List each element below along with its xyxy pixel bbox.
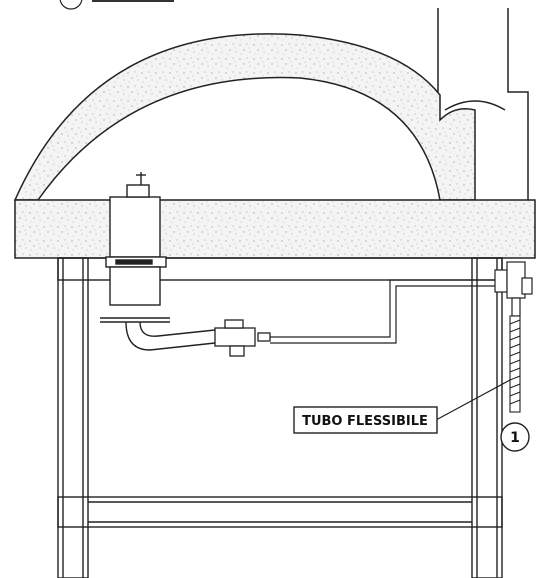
stand-frame xyxy=(57,257,503,578)
hose-label-box xyxy=(293,406,438,434)
hose-label: TUBO FLESSIBILE xyxy=(302,414,428,429)
item-number-balloon xyxy=(500,422,530,452)
dome-shell xyxy=(13,33,476,201)
oven-floor-slab xyxy=(14,199,536,259)
partial-callout-circle xyxy=(59,0,83,10)
gas-valve xyxy=(214,319,271,357)
flexible-hose xyxy=(509,315,521,413)
hose-leader-line xyxy=(435,379,511,421)
gas-pipe xyxy=(270,279,495,344)
gas-fittings xyxy=(494,261,533,317)
item-number-label: 1 xyxy=(510,430,520,446)
burner-elbow xyxy=(125,321,216,351)
burner-unit xyxy=(100,172,170,323)
partial-callout-text xyxy=(92,0,174,2)
